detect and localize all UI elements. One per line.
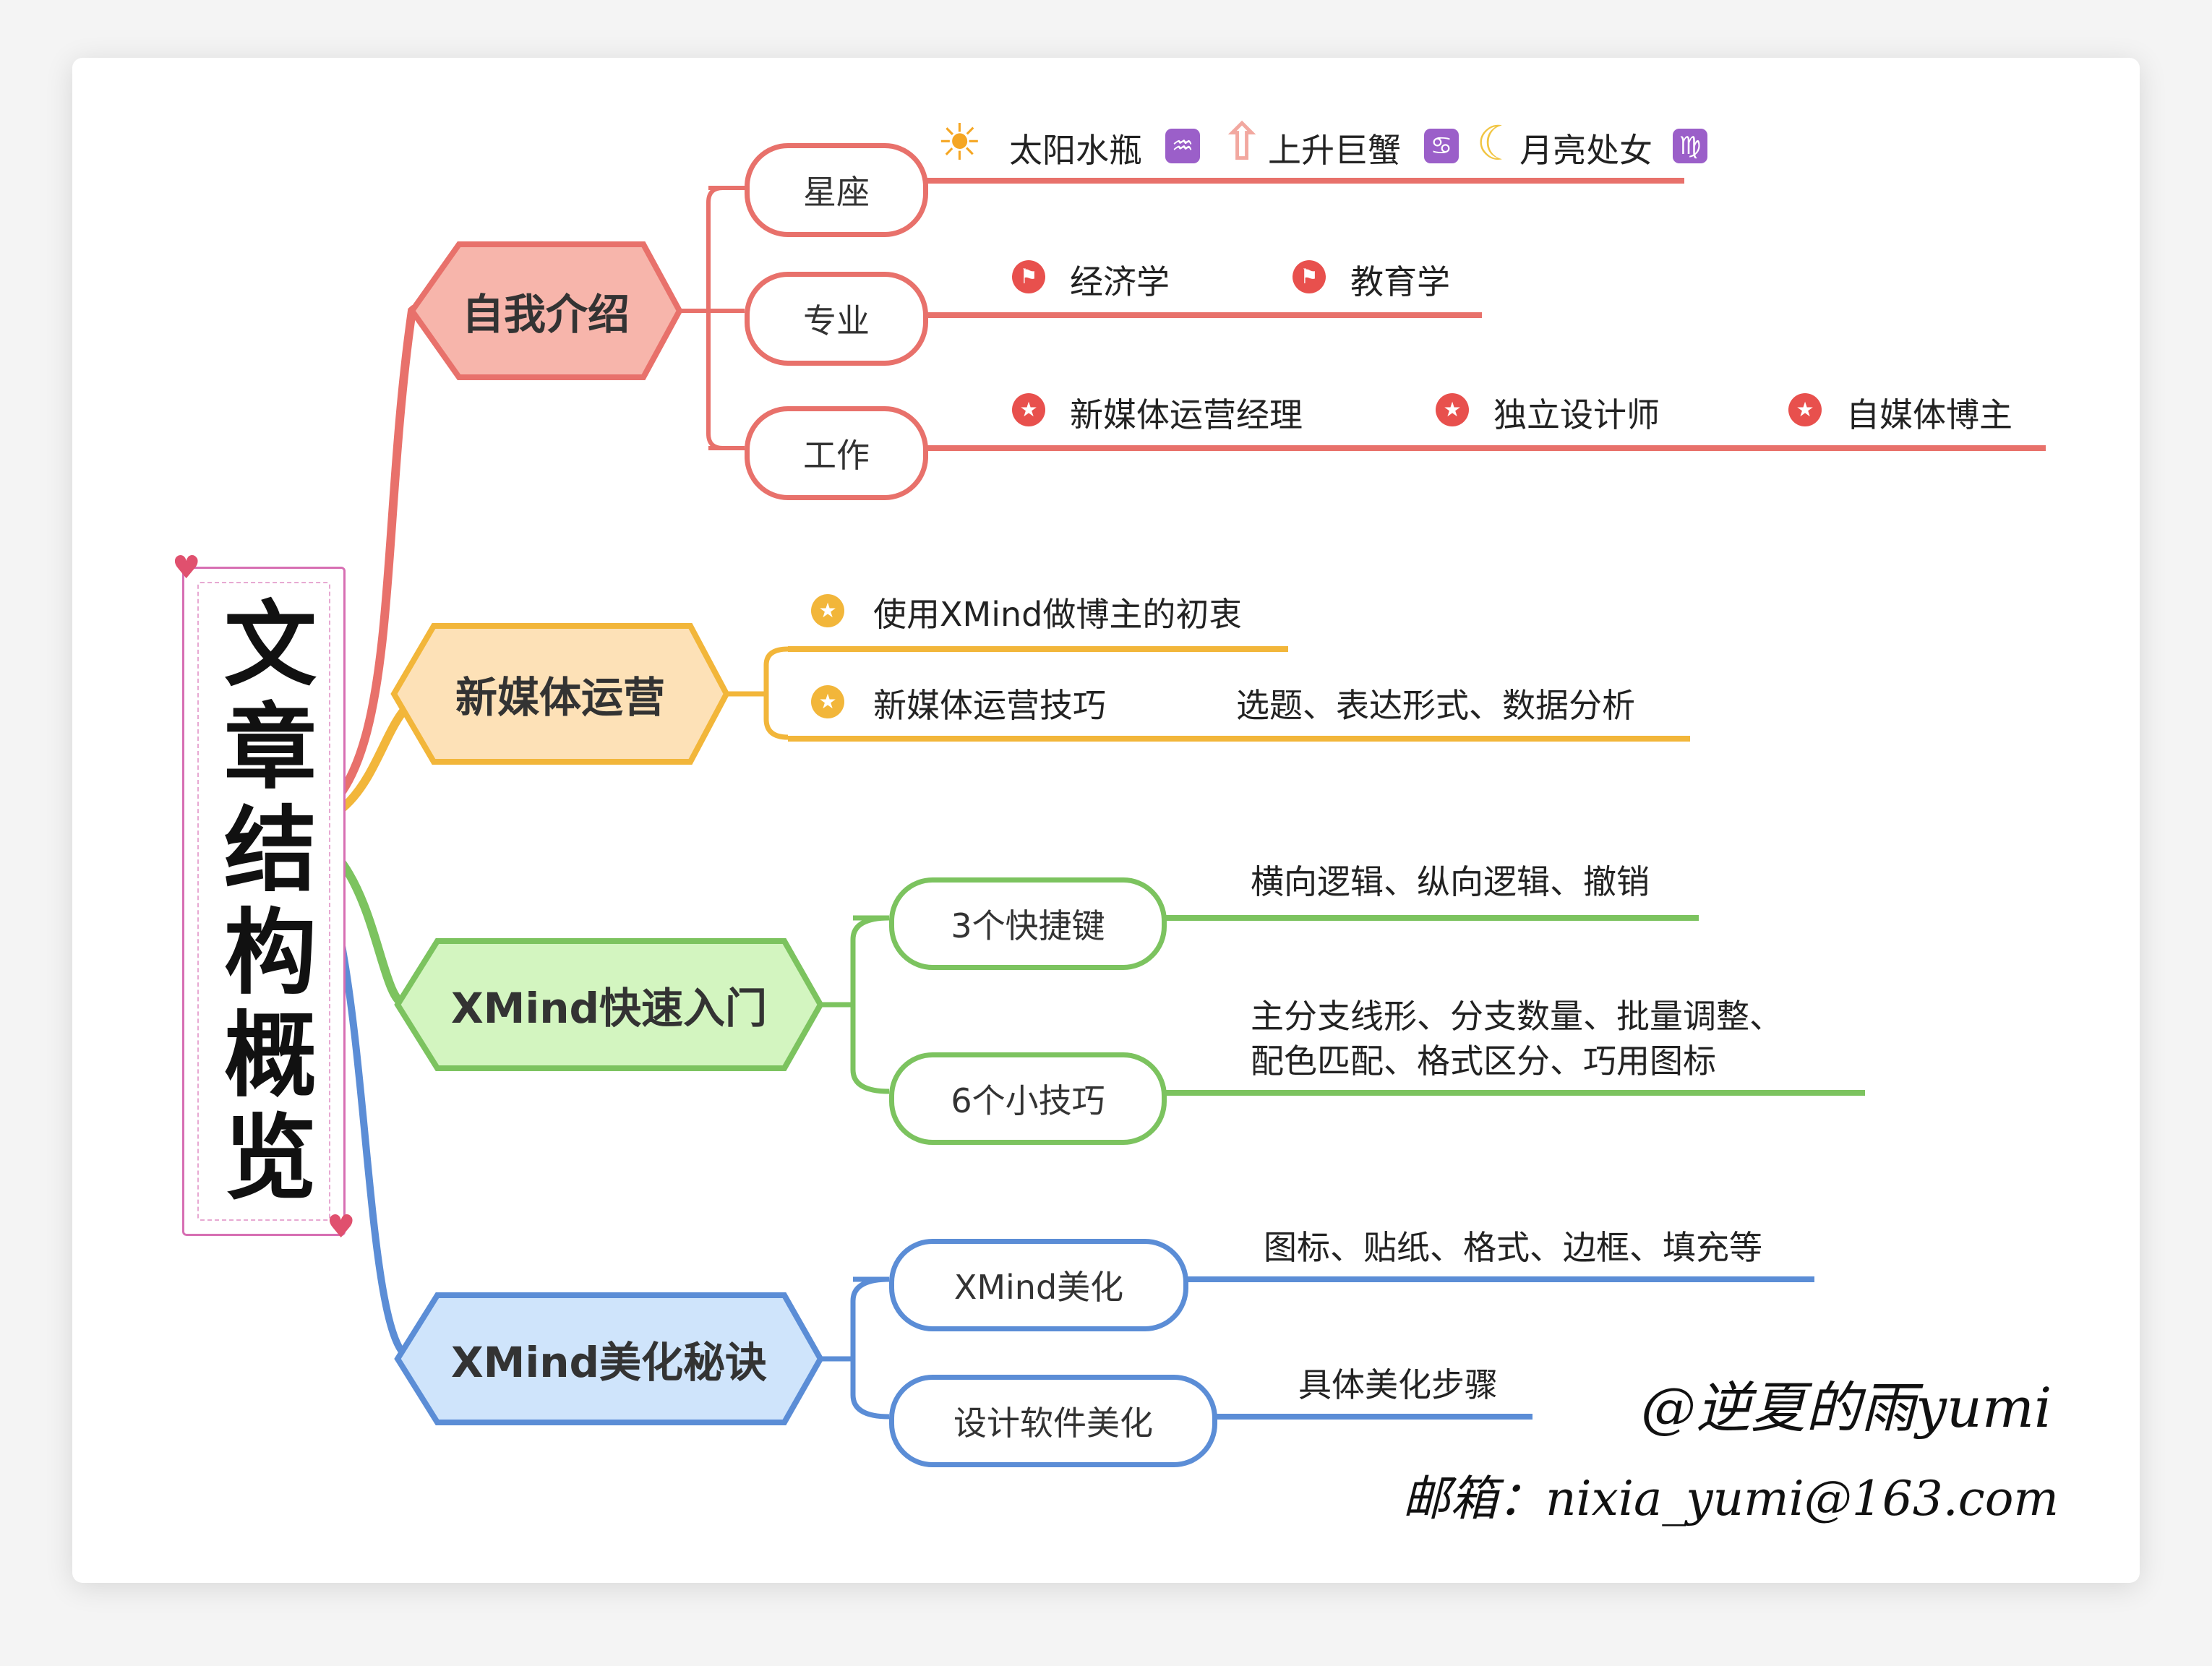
node-shortcuts[interactable]: 3个快捷键 <box>889 877 1167 970</box>
author-email: 邮箱：nixia_yumi@163.com <box>1402 1471 2059 1527</box>
hex-beautify <box>394 1292 824 1425</box>
virgo-icon: ♍ <box>1673 129 1707 163</box>
node-major[interactable]: 专业 <box>745 272 928 366</box>
mindmap-card: 文章结构概览 ♥ ♥ 自我介绍 新媒体运营 XMind快速入门 XMind美化秘… <box>72 58 2140 1583</box>
new-media-item-2: 新媒体运营技巧 <box>873 686 1106 725</box>
hex-self-intro <box>408 241 683 380</box>
heart-icon: ♥ <box>172 549 201 586</box>
software-beautify-detail: 具体美化步骤 <box>1298 1365 1498 1404</box>
work-item-1: 新媒体运营经理 <box>1070 395 1303 434</box>
beautify-connector <box>817 1276 890 1420</box>
hex-new-media <box>390 623 730 765</box>
heart-icon: ♥ <box>327 1208 356 1245</box>
star-badge-icon: ★ <box>811 594 844 627</box>
root-frame <box>182 567 346 1236</box>
aquarius-icon: ♒ <box>1165 129 1200 163</box>
sun-sign-label: 太阳水瓶 <box>1009 131 1142 170</box>
node-software-beautify[interactable]: 设计软件美化 <box>889 1375 1217 1467</box>
star-badge-icon: ★ <box>1436 393 1469 426</box>
work-item-3: 自媒体博主 <box>1846 395 2012 434</box>
star-badge-icon: ★ <box>1788 393 1822 426</box>
node-xingzuo[interactable]: 星座 <box>745 143 928 237</box>
star-badge-icon: ★ <box>811 685 844 718</box>
connector-lines <box>283 178 2046 1425</box>
node-xmind-beautify[interactable]: XMind美化 <box>889 1239 1188 1331</box>
major-item-1: 经济学 <box>1070 262 1170 301</box>
node-beautify[interactable]: XMind美化秘诀 <box>450 1338 768 1387</box>
new-media-connector <box>723 646 789 740</box>
self-intro-connector <box>680 186 745 450</box>
tips-detail-line-1: 主分支线形、分支数量、批量调整、 <box>1251 997 1783 1036</box>
node-tips[interactable]: 6个小技巧 <box>889 1052 1167 1145</box>
flag-icon: ⚑ <box>1293 260 1326 293</box>
flag-icon: ⚑ <box>1012 260 1045 293</box>
up-arrow-icon: ⇧ <box>1220 111 1264 172</box>
shortcuts-detail: 横向逻辑、纵向逻辑、撤销 <box>1251 862 1650 901</box>
moon-sign-label: 月亮处女 <box>1519 131 1652 170</box>
sun-icon: ☀ <box>937 113 982 172</box>
node-self-intro[interactable]: 自我介绍 <box>461 290 630 339</box>
star-badge-icon: ★ <box>1012 393 1045 426</box>
hex-quick-start <box>394 938 824 1071</box>
work-item-2: 独立设计师 <box>1493 395 1660 434</box>
cancer-icon: ♋ <box>1424 129 1459 163</box>
rising-sign-label: 上升巨蟹 <box>1268 131 1401 170</box>
tips-detail-line-2: 配色匹配、格式区分、巧用图标 <box>1251 1042 1716 1081</box>
node-quick-start[interactable]: XMind快速入门 <box>450 984 768 1033</box>
xmind-beautify-detail: 图标、贴纸、格式、边框、填充等 <box>1264 1228 1762 1267</box>
node-work[interactable]: 工作 <box>745 406 928 500</box>
new-media-item-2-detail: 选题、表达形式、数据分析 <box>1236 686 1635 725</box>
moon-icon: ☾ <box>1476 116 1519 171</box>
major-item-2: 教育学 <box>1350 262 1450 301</box>
quick-start-connector <box>817 915 890 1094</box>
root-title: 文章结构概览 <box>207 596 316 1211</box>
node-new-media[interactable]: 新媒体运营 <box>455 673 665 722</box>
author-signature: @逆夏的雨yumi <box>1641 1375 2052 1440</box>
new-media-item-1: 使用XMind做博主的初衷 <box>873 595 1243 634</box>
